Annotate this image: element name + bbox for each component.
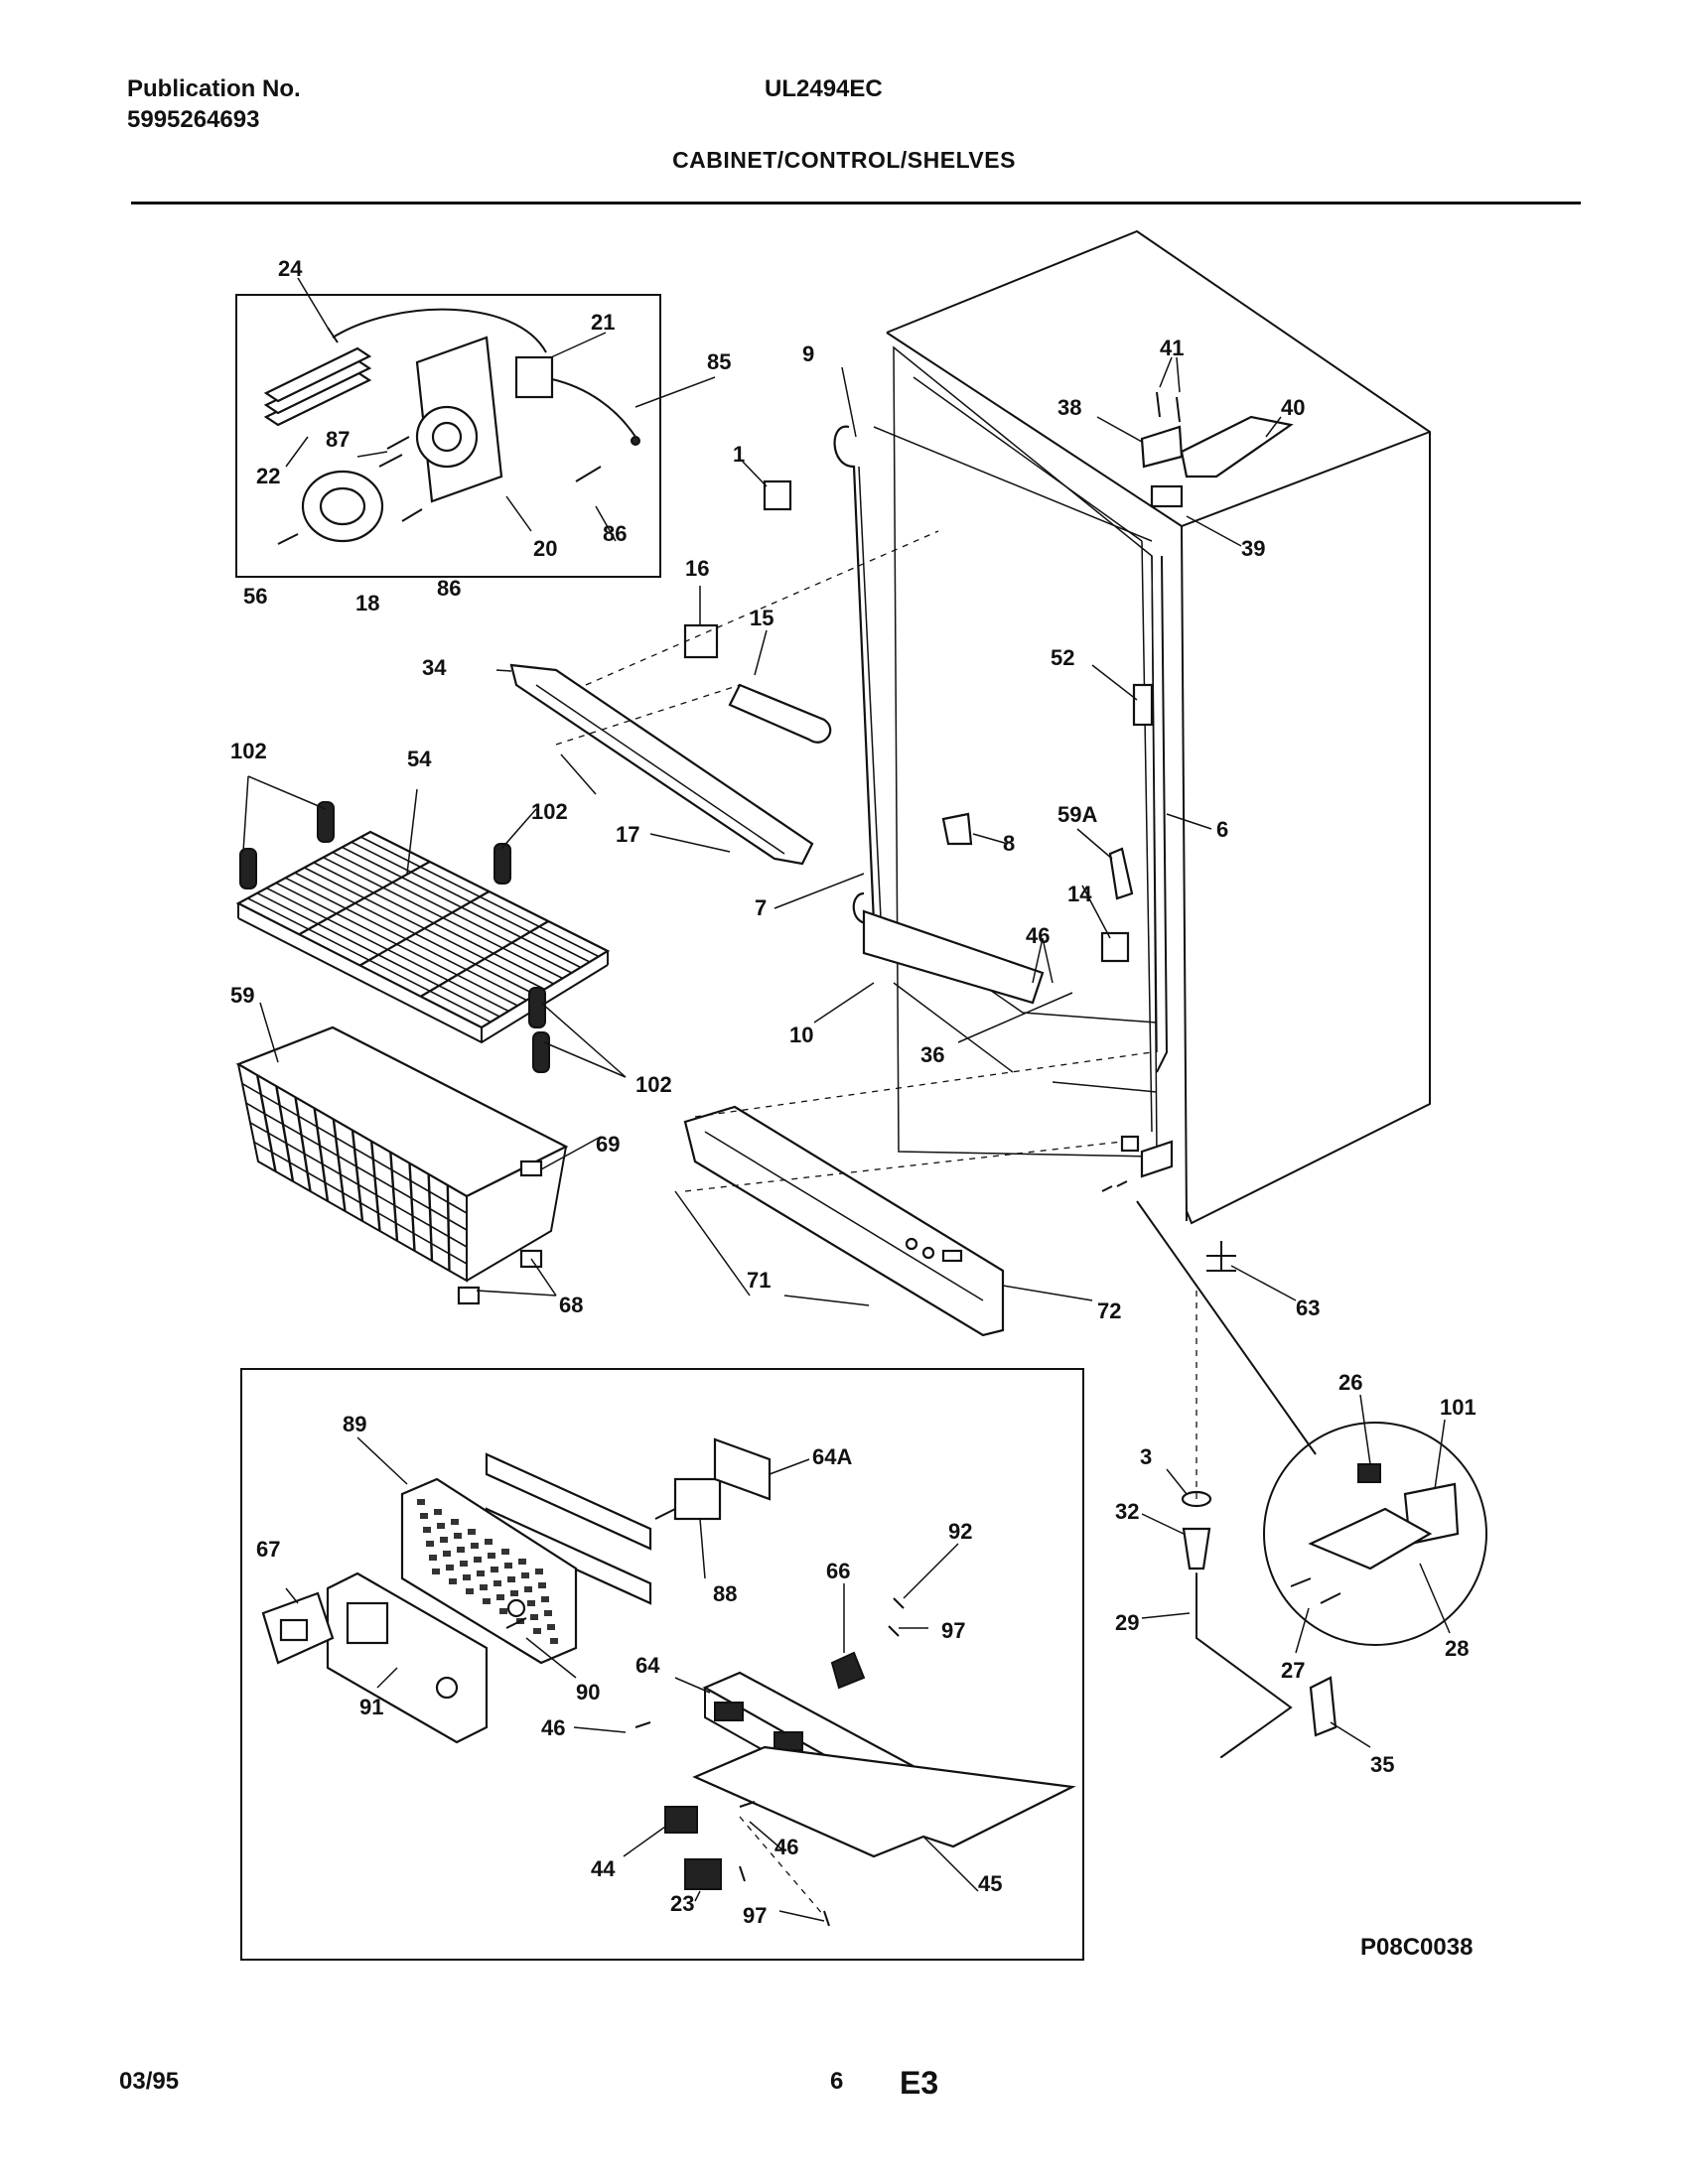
callout-18: 18	[355, 591, 379, 615]
callout-56: 56	[243, 584, 267, 609]
callout-22: 22	[256, 464, 280, 488]
callout-7: 7	[755, 895, 767, 920]
callout-86b: 86	[437, 576, 461, 601]
callout-66: 66	[826, 1559, 850, 1583]
callout-21: 21	[591, 310, 615, 335]
callout-16: 16	[685, 556, 709, 581]
callout-40: 40	[1281, 395, 1305, 420]
footer-date: 03/95	[119, 2068, 180, 2095]
basket-stop-69	[519, 1160, 543, 1177]
callout-91: 91	[359, 1695, 383, 1719]
footer-page-number: 6	[830, 2068, 844, 2095]
callout-28: 28	[1445, 1636, 1469, 1661]
basket-stop-68b	[457, 1286, 481, 1305]
callout-102b: 102	[531, 799, 568, 824]
hinge-detail-circle	[1263, 1422, 1487, 1646]
bracket-8	[941, 812, 973, 846]
callout-52: 52	[1051, 645, 1074, 670]
footer-code: E3	[900, 2065, 939, 2101]
callout-67: 67	[256, 1537, 280, 1562]
callout-6: 6	[1216, 817, 1228, 842]
bracket-52	[1132, 683, 1154, 727]
publication-label: Publication No.	[127, 75, 301, 102]
callout-69: 69	[596, 1132, 620, 1157]
callout-36: 36	[920, 1042, 944, 1067]
callout-41: 41	[1160, 336, 1184, 360]
callout-64a: 64A	[812, 1444, 852, 1469]
callout-59: 59	[230, 983, 254, 1008]
control-cover	[509, 663, 814, 866]
callout-23: 23	[670, 1891, 694, 1916]
diagram-id: P08C0038	[1360, 1934, 1474, 1961]
evaporator-heater	[263, 346, 372, 427]
lower-hinge	[1101, 1135, 1174, 1192]
top-hinge	[1140, 391, 1294, 508]
callout-68: 68	[559, 1293, 583, 1317]
callout-92: 92	[948, 1519, 972, 1544]
callout-89: 89	[343, 1412, 366, 1436]
callout-46c: 46	[774, 1835, 798, 1859]
callout-46: 46	[1026, 923, 1050, 948]
callout-64: 64	[635, 1653, 660, 1678]
callout-38: 38	[1057, 395, 1081, 420]
callout-97b: 97	[743, 1903, 767, 1928]
publication-number: 5995264693	[127, 106, 260, 133]
callout-59a: 59A	[1057, 802, 1097, 827]
callout-44: 44	[591, 1856, 616, 1881]
callout-54: 54	[407, 747, 432, 771]
model-number: UL2494EC	[765, 75, 883, 102]
callout-24: 24	[278, 256, 303, 281]
callout-46b: 46	[541, 1715, 565, 1740]
callout-1: 1	[733, 442, 745, 467]
toe-grille	[683, 1105, 1005, 1337]
leveling-leg	[1206, 1241, 1236, 1272]
wire-shelf	[235, 830, 611, 1044]
callout-45: 45	[978, 1871, 1002, 1896]
callout-102a: 102	[230, 739, 267, 763]
hinge-detail	[1290, 1463, 1460, 1604]
fan-motor-inset	[235, 294, 661, 578]
callout-34: 34	[422, 655, 447, 680]
bracket-59a	[1108, 847, 1134, 900]
callout-32: 32	[1115, 1499, 1139, 1524]
callout-35: 35	[1370, 1752, 1394, 1777]
callout-102c: 102	[635, 1072, 672, 1097]
callout-27: 27	[1281, 1658, 1305, 1683]
callout-72: 72	[1097, 1298, 1121, 1323]
callout-labels: 24 21 85 9 41 1 38 40 87 22 20 86 56 18 …	[230, 256, 1477, 1928]
section-title: CABINET/CONTROL/SHELVES	[672, 147, 1016, 173]
callout-3: 3	[1140, 1444, 1152, 1469]
leader-lines	[242, 277, 1451, 1922]
callout-71: 71	[747, 1268, 771, 1293]
cabinet-body	[886, 229, 1431, 1225]
callout-86: 86	[603, 521, 627, 546]
callout-88: 88	[713, 1581, 737, 1606]
callout-17: 17	[616, 822, 639, 847]
callout-63: 63	[1296, 1296, 1320, 1320]
control-panel-inset	[240, 1368, 1084, 1961]
wire-basket	[235, 1025, 569, 1283]
header-divider	[131, 202, 1581, 205]
callout-97: 97	[941, 1618, 965, 1643]
callout-39: 39	[1241, 536, 1265, 561]
callout-8: 8	[1003, 831, 1015, 856]
callout-10: 10	[789, 1023, 813, 1047]
door-gasket-strips	[833, 425, 1153, 1005]
callout-15: 15	[750, 606, 774, 630]
callout-87: 87	[326, 427, 350, 452]
callout-85: 85	[707, 349, 731, 374]
shelf-supports	[239, 801, 550, 1073]
callout-29: 29	[1115, 1610, 1139, 1635]
callout-26: 26	[1338, 1370, 1362, 1395]
bracket-14	[1100, 931, 1130, 963]
callout-90: 90	[576, 1680, 600, 1705]
callout-101: 101	[1440, 1395, 1477, 1420]
callout-20: 20	[533, 536, 557, 561]
callout-9: 9	[802, 341, 814, 366]
callout-14: 14	[1067, 882, 1092, 906]
